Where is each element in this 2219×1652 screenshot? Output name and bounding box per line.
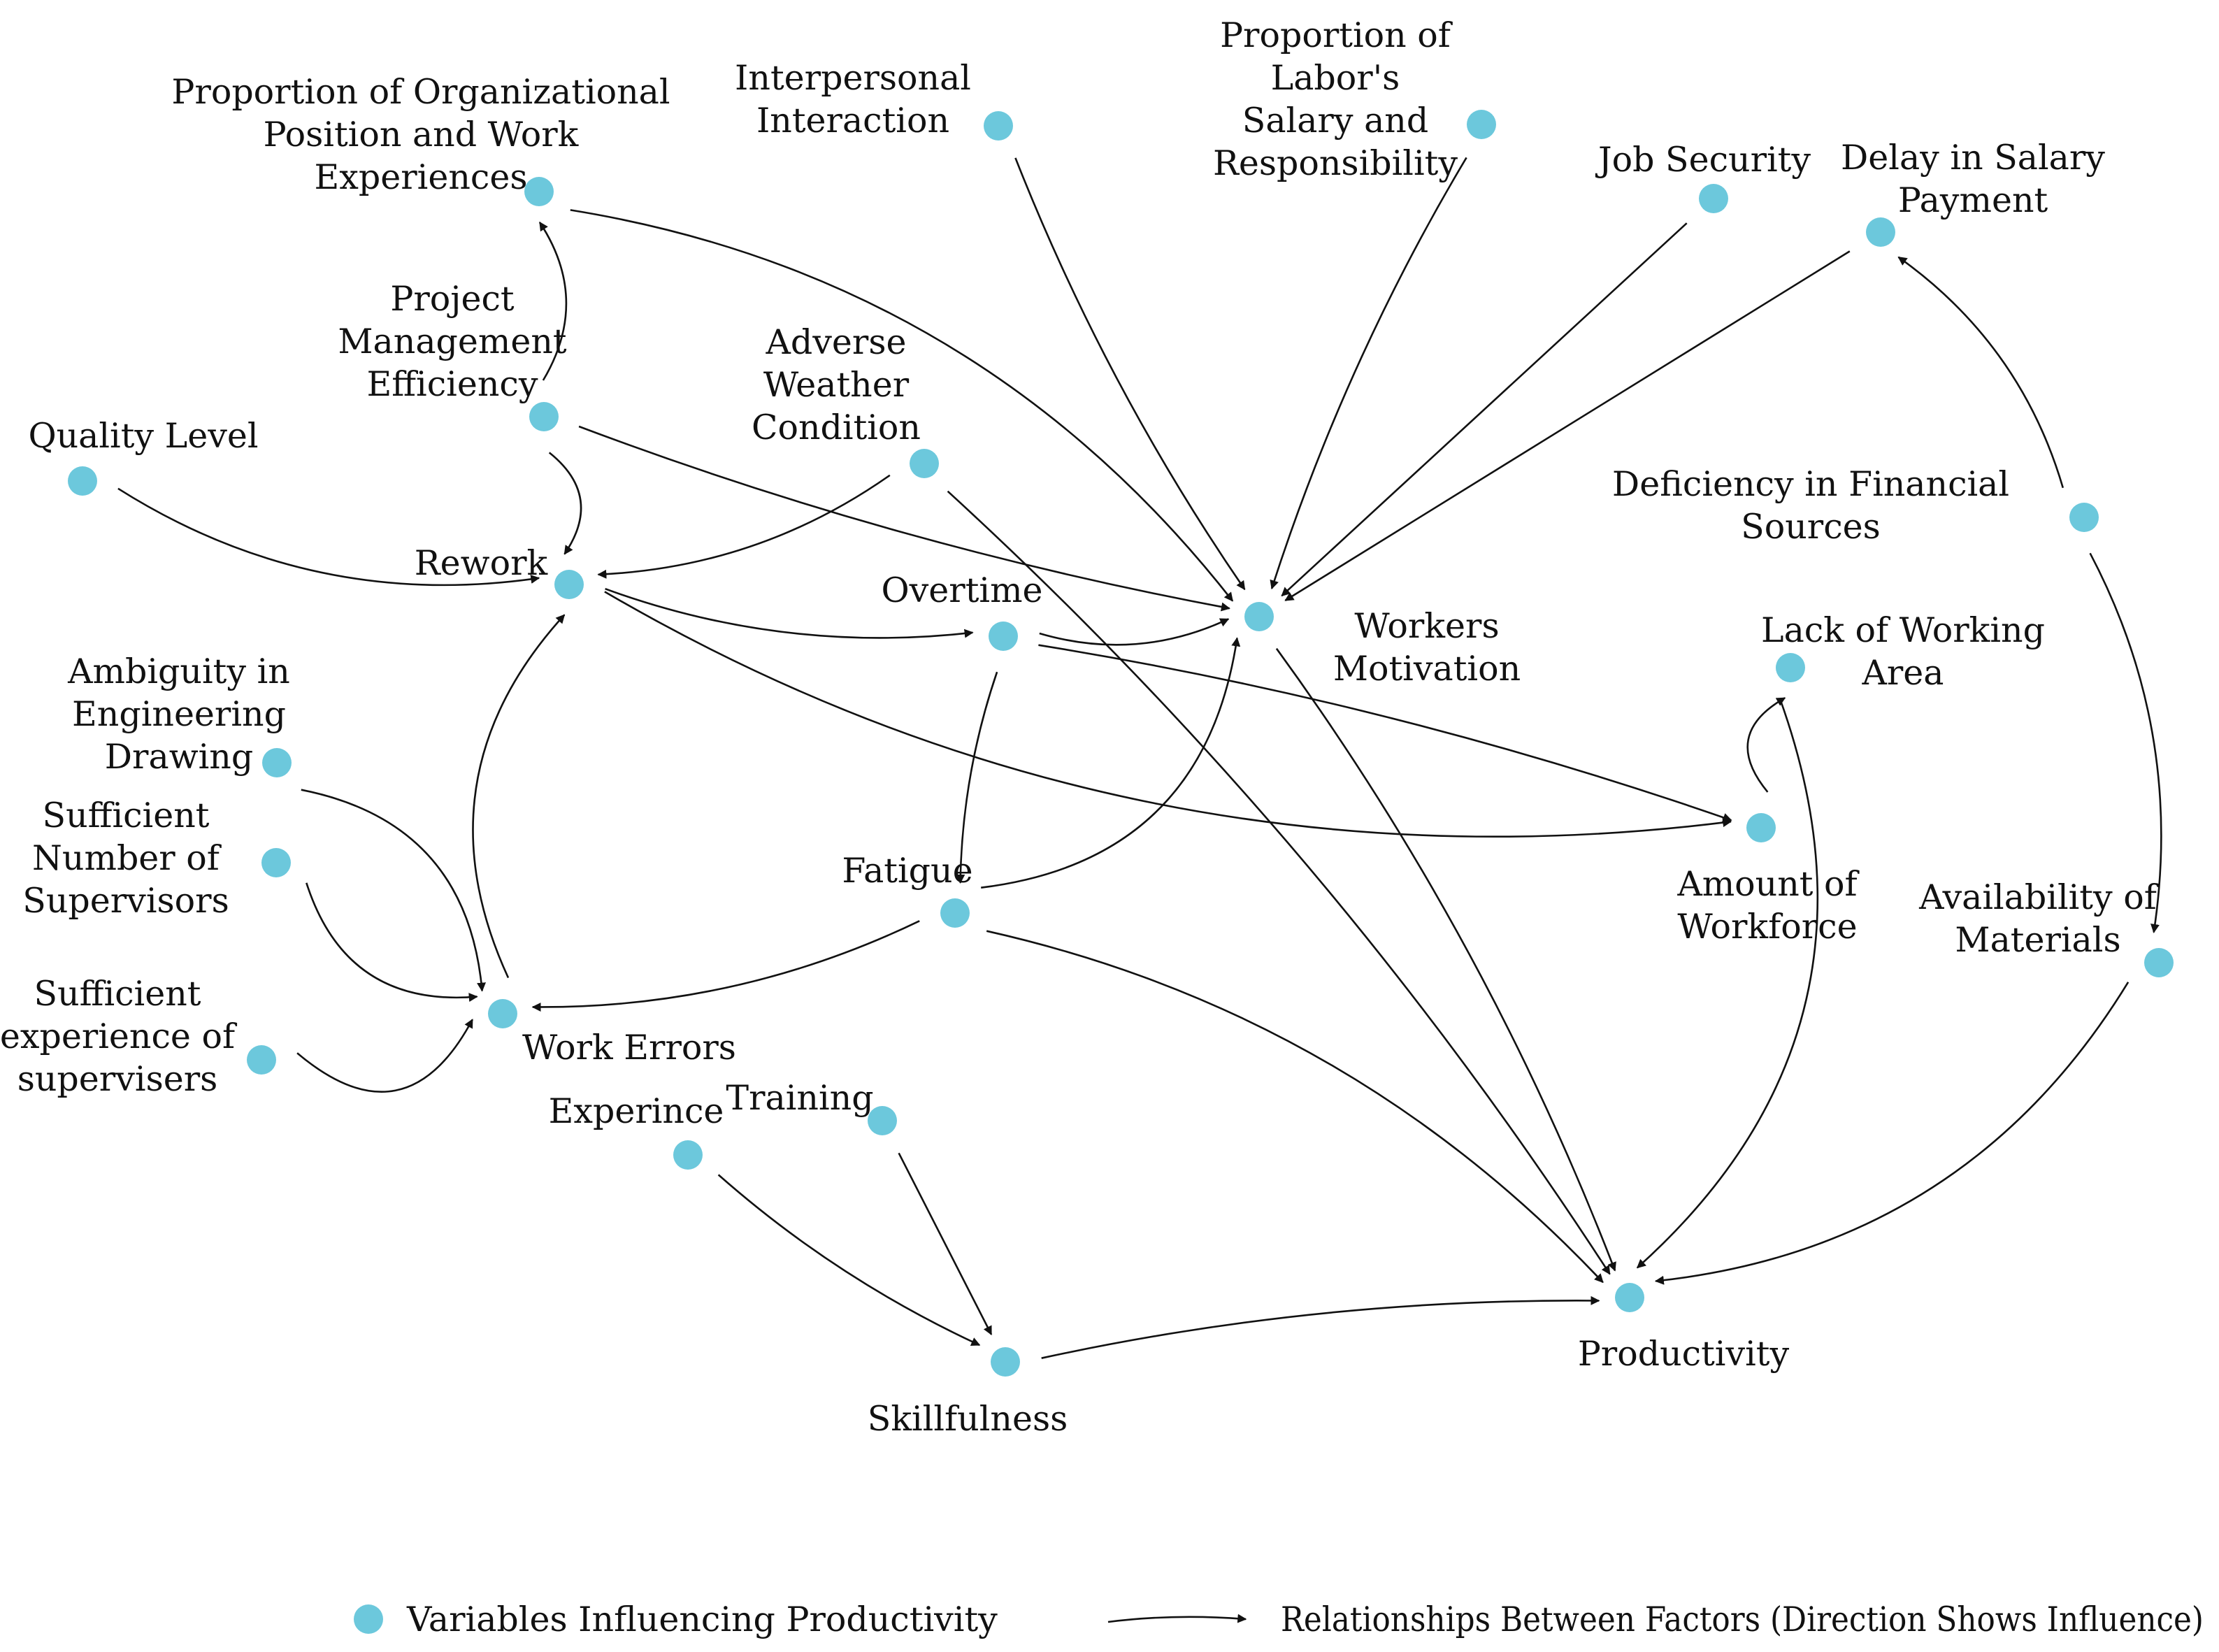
legend-node-icon — [354, 1604, 383, 1634]
node-productivity[interactable] — [1615, 1283, 1644, 1312]
edge-fatigue-to-motivation — [981, 637, 1241, 889]
node-skillfulness[interactable] — [991, 1347, 1020, 1377]
edge-fatigue-to-work_errors — [531, 920, 920, 1012]
node-label-work_errors: Work Errors — [522, 1028, 736, 1068]
node-org_position[interactable] — [524, 177, 554, 206]
node-training[interactable] — [868, 1106, 897, 1135]
node-job_security[interactable] — [1699, 184, 1728, 213]
edge-rework-to-overtime — [605, 587, 974, 639]
node-rework[interactable] — [554, 570, 584, 599]
node-work_errors[interactable] — [488, 999, 517, 1028]
edge-org_position-to-motivation — [570, 209, 1234, 602]
node-interpersonal[interactable] — [984, 111, 1013, 141]
node-working_area[interactable] — [1776, 653, 1805, 682]
node-label-training: Training — [726, 1078, 873, 1118]
edge-workforce-to-working_area — [1746, 697, 1786, 793]
node-label-experience: Experince — [549, 1091, 724, 1131]
edge-overtime-to-workforce — [1038, 644, 1732, 822]
node-motivation[interactable] — [1244, 602, 1274, 631]
edge-job_security-to-motivation — [1281, 222, 1688, 597]
edge-ambiguity-to-work_errors — [301, 789, 487, 992]
node-label-skillfulness: Skillfulness — [868, 1399, 1068, 1439]
node-label-fatigue: Fatigue — [842, 851, 972, 891]
edge-delay_salary-to-motivation — [1284, 250, 1851, 602]
node-ambiguity[interactable] — [262, 748, 292, 777]
node-workforce[interactable] — [1746, 813, 1776, 842]
node-label-productivity: Productivity — [1578, 1334, 1790, 1374]
node-delay_salary[interactable] — [1866, 217, 1895, 247]
node-label-quality: Quality Level — [28, 416, 258, 456]
node-overtime[interactable] — [989, 622, 1018, 651]
edge-pm_efficiency-to-rework — [548, 452, 582, 555]
legend-edge-label: Relationships Between Factors (Direction… — [1281, 1600, 2204, 1639]
legend-node-label: Variables Influencing Productivity — [406, 1600, 998, 1639]
node-label-rework: Rework — [415, 543, 549, 583]
node-materials[interactable] — [2144, 948, 2174, 977]
node-fatigue[interactable] — [940, 898, 970, 928]
edge-pm_efficiency-to-org_position — [538, 221, 568, 381]
node-num_supervisors[interactable] — [261, 848, 291, 877]
node-label-job_security: Job Security — [1595, 140, 1811, 180]
legend-arrow-icon — [1107, 1614, 1247, 1623]
edges-layer — [117, 157, 2162, 1359]
edge-experience-to-skillfulness — [717, 1174, 981, 1346]
node-exp_supervisors[interactable] — [247, 1045, 276, 1075]
edge-materials-to-productivity — [1654, 982, 2130, 1285]
edge-rework-to-workforce — [604, 591, 1732, 838]
edge-work_errors-to-rework — [472, 614, 566, 979]
edge-weather-to-productivity — [947, 490, 1611, 1275]
edge-financial-to-delay_salary — [1897, 256, 2064, 489]
edge-working_area-to-productivity — [1636, 702, 1819, 1269]
node-quality[interactable] — [68, 466, 97, 496]
legend: Variables Influencing Productivity Relat… — [354, 1600, 2204, 1639]
edge-interpersonal-to-motivation — [1014, 157, 1246, 591]
edge-weather-to-rework — [597, 474, 891, 579]
node-weather[interactable] — [910, 449, 939, 478]
edge-skillfulness-to-productivity — [1041, 1295, 1600, 1359]
edge-quality-to-rework — [117, 487, 540, 587]
edge-overtime-to-fatigue — [956, 671, 998, 884]
edge-motivation-to-productivity — [1275, 647, 1616, 1272]
edge-exp_supervisors-to-work_errors — [296, 1019, 473, 1093]
edge-num_supervisors-to-work_errors — [306, 882, 478, 1003]
node-pm_efficiency[interactable] — [529, 402, 559, 431]
edge-fatigue-to-productivity — [986, 930, 1604, 1284]
edge-pm_efficiency-to-motivation — [578, 425, 1230, 612]
edge-overtime-to-motivation — [1039, 618, 1230, 646]
node-label-overtime: Overtime — [881, 570, 1042, 610]
edge-financial-to-materials — [2089, 552, 2162, 933]
node-experience[interactable] — [673, 1140, 703, 1170]
node-labor_salary[interactable] — [1467, 110, 1496, 139]
edge-training-to-skillfulness — [898, 1152, 993, 1335]
edge-labor_salary-to-motivation — [1270, 157, 1467, 590]
node-financial[interactable] — [2069, 503, 2099, 532]
